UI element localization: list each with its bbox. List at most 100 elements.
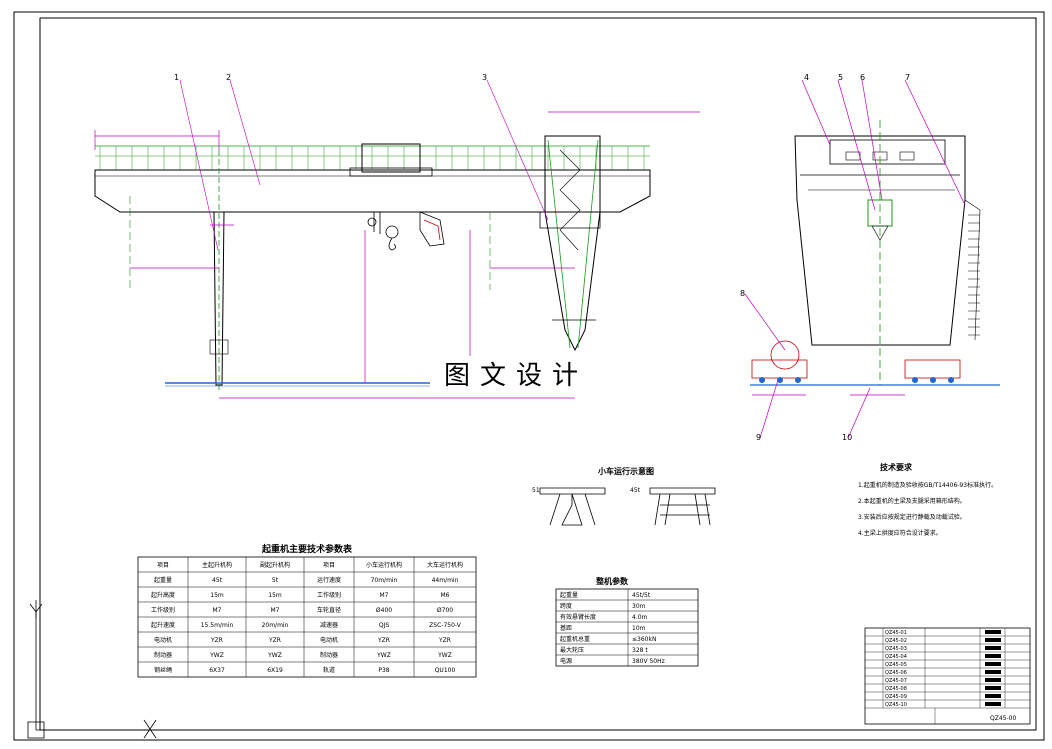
callout-5: 5	[838, 73, 843, 82]
callout-4: 4	[804, 73, 809, 82]
table-main-cell: 6X37	[209, 667, 225, 674]
title-block-part: QZ45-05	[885, 662, 907, 668]
table-params-title: 整机参数	[595, 576, 629, 586]
callout-6: 6	[860, 73, 865, 82]
table-main-cell: M7	[213, 607, 222, 614]
table-params-label: 基距	[560, 624, 572, 632]
table-main-cell: 减速器	[320, 621, 338, 629]
note-3: 3.安装后应按规定进行静载及动载试验。	[858, 513, 966, 521]
table-params-label: 起重机总重	[560, 635, 590, 643]
table-main-cell: 大车运行机构	[427, 561, 463, 569]
table-main-cell: M6	[441, 592, 450, 599]
table-main-cell: YZR	[268, 637, 281, 644]
front-elevation	[94, 79, 700, 399]
table-main-cell: 项目	[323, 562, 335, 569]
title-block-part: QZ45-02	[885, 638, 907, 644]
table-main-cell: 15.5m/min	[201, 622, 234, 629]
callout-7: 7	[905, 73, 910, 82]
technical-notes: 技术要求 1.起重机的制造及验收按GB/T14406-93标准执行。 2.本起重…	[858, 462, 997, 537]
table-params-label: 有效悬臂长度	[560, 613, 596, 621]
watermark-banner: 图文设计	[430, 356, 602, 391]
table-main-cell: 钢丝绳	[154, 666, 172, 674]
table-main-cell: 15m	[268, 592, 282, 599]
table-main-cell: 制动器	[320, 651, 338, 659]
table-params-value: ≤360kN	[632, 636, 656, 643]
title-block-part: QZ45-09	[885, 694, 907, 700]
table-main-cell: YZR	[377, 637, 390, 644]
table-main-cell: 44m/min	[432, 577, 459, 584]
table-main-cell: QJS	[379, 622, 389, 629]
table-main-cell: YWZ	[267, 652, 282, 659]
table-main-cell: 起升高度	[151, 591, 175, 599]
title-block-part: QZ45-10	[885, 702, 907, 708]
small-view: 小车运行示意图 51 45t	[532, 466, 716, 526]
table-main-cell: M7	[271, 607, 280, 614]
table-params-value: 30m	[632, 603, 646, 610]
table-main-cell: YZR	[438, 637, 451, 644]
callout-8: 8	[740, 289, 745, 298]
note-2: 2.本起重机的主梁及支腿采用箱形结构。	[858, 497, 966, 505]
table-main-cell: 电动机	[320, 636, 338, 644]
callout-1: 1	[174, 73, 179, 82]
title-block-part: QZ45-06	[885, 670, 907, 676]
table-main-cell: 运行速度	[317, 576, 341, 584]
table-main-cell: P38	[378, 667, 389, 674]
table-main-cell: 45t	[212, 577, 223, 584]
note-1: 1.起重机的制造及验收按GB/T14406-93标准执行。	[858, 481, 997, 489]
title-block-part: QZ45-04	[885, 654, 907, 660]
drawing-number: QZ45-00	[990, 715, 1016, 722]
callouts: 1 2 3 4 5 6 7 8 9 10	[174, 73, 910, 442]
small-view-label-2: 45t	[630, 487, 641, 494]
small-view-title: 小车运行示意图	[597, 466, 654, 476]
title-block-part: QZ45-03	[885, 646, 907, 652]
table-main-cell: 小车运行机构	[366, 561, 402, 569]
table-main-cell: 电动机	[154, 636, 172, 644]
side-elevation	[744, 79, 1000, 439]
table-main-cell: 70m/min	[371, 577, 398, 584]
table-params-label: 最大轮压	[560, 646, 584, 654]
table-main-cell: YWZ	[437, 652, 452, 659]
table-params-value: 45t/5t	[632, 592, 651, 599]
table-main-cell: 副起升机构	[260, 561, 290, 569]
title-block: QZ45-01QZ45-02QZ45-03QZ45-04QZ45-05QZ45-…	[864, 627, 1031, 725]
table-main-cell: 起升速度	[151, 621, 175, 629]
table-main-title: 起重机主要技术参数表	[261, 543, 353, 555]
table-params-label: 电源	[560, 657, 572, 665]
table-params-value: 328 t	[632, 647, 648, 654]
table-main-cell: ZSC-750-V	[429, 622, 462, 629]
table-main-cell: 15m	[210, 592, 224, 599]
callout-10: 10	[842, 433, 852, 442]
notes-title: 技术要求	[880, 462, 913, 472]
table-params-value: 10m	[632, 625, 646, 632]
table-main-cell: 工作级别	[151, 606, 175, 614]
title-block-part: QZ45-08	[885, 686, 907, 692]
table-main-cell: YZR	[210, 637, 223, 644]
table-main-cell: 5t	[272, 577, 279, 584]
title-block-part: QZ45-01	[885, 630, 907, 636]
table-main-cell: 制动器	[154, 651, 172, 659]
callout-9: 9	[756, 433, 761, 442]
table-main-cell: YWZ	[376, 652, 391, 659]
table-main-cell: 6X19	[267, 667, 283, 674]
table-main-cell: 车轮直径	[317, 606, 341, 614]
callout-3: 3	[482, 73, 487, 82]
table-main-cell: 项目	[157, 562, 169, 569]
title-block-part: QZ45-07	[885, 678, 907, 684]
note-4: 4.主梁上拱度应符合设计要求。	[858, 529, 942, 537]
outer-frame	[13, 11, 1045, 741]
table-main-cell: 起重量	[154, 576, 172, 584]
table-main-cell: Ø400	[376, 607, 392, 614]
table-main-cell: M7	[380, 592, 389, 599]
table-main-cell: 轨道	[323, 666, 335, 674]
callout-2: 2	[226, 73, 231, 82]
table-main-cell: YWZ	[209, 652, 224, 659]
table-params-label: 跨度	[560, 602, 572, 610]
table-main-cell: Ø700	[437, 607, 453, 614]
table-main-cell: 20m/min	[262, 622, 289, 629]
table-params-value: 4.0m	[632, 614, 648, 621]
table-params-value: 380V 50Hz	[632, 658, 665, 665]
table-main-cell: QU100	[435, 667, 456, 674]
